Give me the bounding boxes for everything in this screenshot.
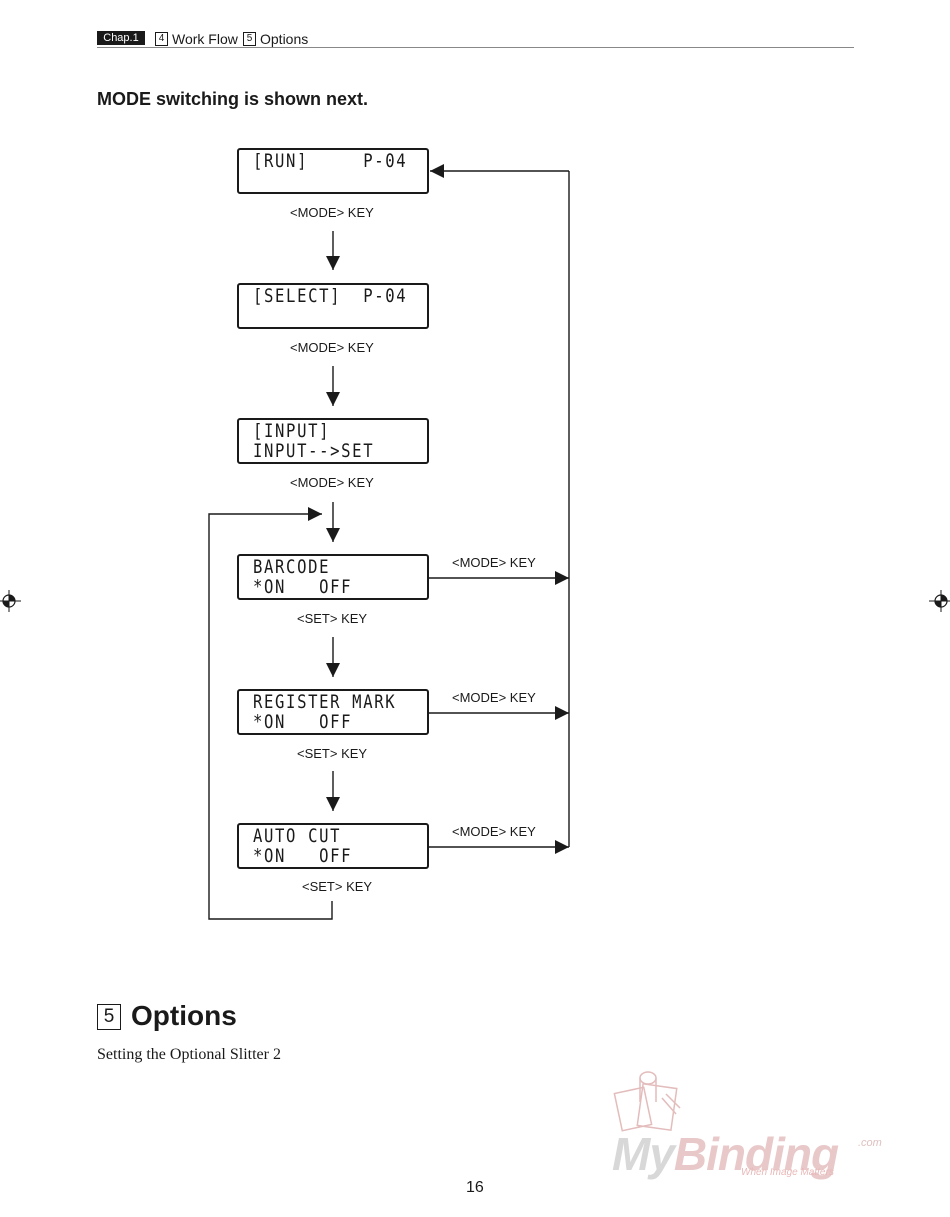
lcd-panel-barcode: BARCODE *ON OFF xyxy=(237,554,429,600)
section-number-box: 4 xyxy=(155,32,168,46)
mode-key-label: <MODE> KEY xyxy=(290,475,374,490)
lcd-line: *ON OFF xyxy=(253,711,353,733)
lcd-line: AUTO CUT xyxy=(253,825,342,847)
watermark-brand: MyBinding xyxy=(612,1127,839,1181)
watermark-brand-a: My xyxy=(612,1128,675,1180)
mode-key-label: <MODE> KEY xyxy=(290,340,374,355)
mode-key-label: <MODE> KEY xyxy=(452,690,536,705)
lcd-panel-register-mark: REGISTER MARK *ON OFF xyxy=(237,689,429,735)
lcd-line: *ON OFF xyxy=(253,576,353,598)
intro-heading: MODE switching is shown next. xyxy=(97,89,369,109)
lcd-line: BARCODE xyxy=(253,556,331,578)
lcd-line: REGISTER MARK xyxy=(253,691,397,713)
section-subtitle: Setting the Optional Slitter 2 xyxy=(97,1046,281,1063)
lcd-panel-run: [RUN] P-04 xyxy=(237,148,429,194)
chapter-badge: Chap.1 xyxy=(97,31,145,45)
watermark-tagline: When Image Matters xyxy=(741,1167,834,1178)
lcd-panel-auto-cut: AUTO CUT *ON OFF xyxy=(237,823,429,869)
lcd-line: [RUN] P-04 xyxy=(253,150,408,172)
header-section-workflow: Work Flow xyxy=(172,31,238,47)
mode-key-label: <MODE> KEY xyxy=(290,205,374,220)
lcd-panel-input: [INPUT] INPUT-->SET xyxy=(237,418,429,464)
lcd-line: *ON OFF xyxy=(253,845,353,867)
header-section-options: Options xyxy=(260,31,309,47)
set-key-label: <SET> KEY xyxy=(302,879,373,894)
header-rule xyxy=(97,47,854,48)
registration-mark-icon xyxy=(0,590,21,612)
set-key-label: <SET> KEY xyxy=(297,611,368,626)
section-title: Options xyxy=(131,1000,237,1031)
mode-key-label: <MODE> KEY xyxy=(452,555,536,570)
watermark-logo-icon xyxy=(613,1071,681,1132)
lcd-line: [SELECT] P-04 xyxy=(253,285,408,307)
registration-mark-icon xyxy=(929,590,950,612)
section-number-box: 5 xyxy=(97,1004,121,1030)
section-number-box: 5 xyxy=(243,32,256,46)
loop-line xyxy=(208,507,333,920)
lcd-line: INPUT-->SET xyxy=(253,440,375,462)
set-key-label: <SET> KEY xyxy=(297,746,368,761)
page-number: 16 xyxy=(466,1179,484,1196)
watermark-brand-b: Binding xyxy=(673,1128,839,1180)
lcd-panel-select: [SELECT] P-04 xyxy=(237,283,429,329)
mode-key-label: <MODE> KEY xyxy=(452,824,536,839)
watermark-suffix: .com xyxy=(858,1137,882,1149)
lcd-line: [INPUT] xyxy=(253,420,331,442)
